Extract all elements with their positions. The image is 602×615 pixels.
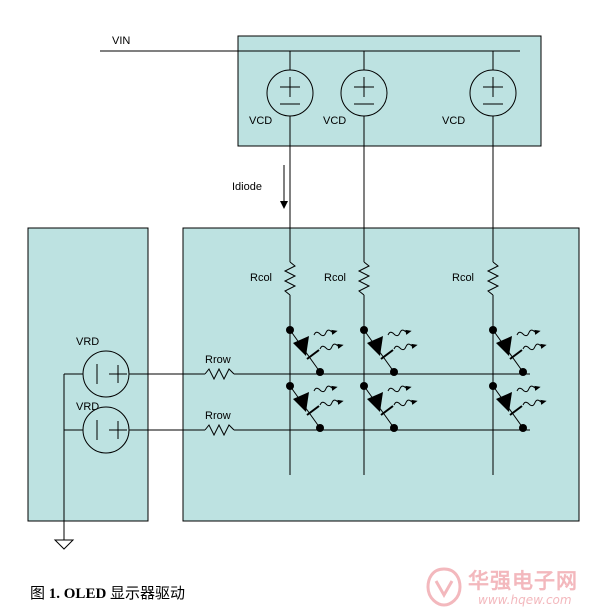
vin-label: VIN [112, 35, 130, 47]
idiode-label: Idiode [232, 181, 262, 193]
rrow-resistor-2 [204, 423, 235, 437]
vrd-source-2: VRD [76, 401, 130, 454]
caption-prefix: 图 [30, 586, 49, 602]
oled-cell-1-2 [360, 326, 419, 376]
ground-symbol [53, 539, 75, 550]
oled-cell-1-1 [286, 326, 345, 376]
rrow-resistor-1 [204, 367, 235, 381]
oled-cell-1-3 [489, 326, 548, 376]
caption-text: 显示器驱动 [106, 586, 186, 602]
vrd-label-2: VRD [76, 401, 99, 413]
watermark-logo-icon [426, 567, 462, 607]
oled-cell-2-2 [360, 382, 419, 432]
rrow-label-2: Rrow [205, 410, 231, 422]
rcol-label-1: Rcol [250, 272, 272, 284]
figure-caption: 图 1. OLED 显示器驱动 [30, 582, 185, 603]
rcol-resistor-2: Rcol [324, 261, 371, 298]
vcd-label-2: VCD [323, 115, 346, 127]
vcd-label-3: VCD [442, 115, 465, 127]
oled-cell-2-1 [286, 382, 345, 432]
vrd-label-1: VRD [76, 336, 99, 348]
rrow-label-1: Rrow [205, 354, 231, 366]
watermark-url: www.hqew.com [478, 593, 572, 607]
caption-number: 1. OLED [48, 586, 107, 602]
rcol-label-2: Rcol [324, 272, 346, 284]
watermark: 华强电子网 www.hqew.com [420, 563, 600, 615]
rcol-resistor-3: Rcol [452, 261, 500, 298]
rcol-label-3: Rcol [452, 272, 474, 284]
rcol-resistor-1: Rcol [250, 261, 297, 298]
oled-cell-2-3 [489, 382, 548, 432]
vcd-source-2: VCD [323, 51, 388, 310]
vcd-label-1: VCD [249, 115, 272, 127]
watermark-name: 华强电子网 [468, 569, 578, 593]
oled-cell-matrix [286, 326, 548, 432]
